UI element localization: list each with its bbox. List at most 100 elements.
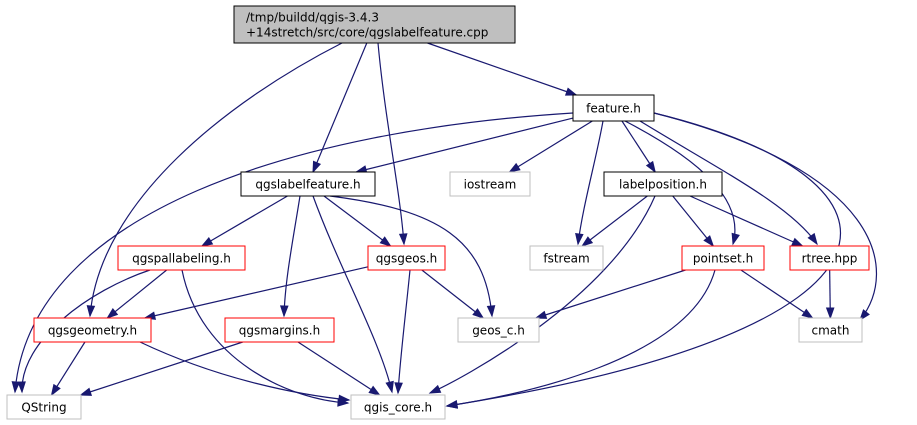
edge-qgslabelfeature-h-to-qgsgeos-h — [323, 195, 391, 247]
edges-layer — [11, 42, 878, 409]
edge-feature-h-to-iostream-arrowhead — [508, 162, 521, 173]
edge-qgslabelfeature-h-to-geos-c-h — [329, 195, 493, 317]
node-qgspallabeling-h-label: qgspallabeling.h — [132, 252, 231, 266]
edge-labelposition-h-to-fstream-arrowhead — [580, 236, 594, 247]
node-fstream-box — [529, 245, 604, 271]
edge-labelposition-h-to-pointset-h-arrowhead — [703, 235, 715, 248]
node-labelposition-h-label: labelposition.h — [619, 178, 707, 192]
edge-qgslabelfeature-h-to-qgis-core-h-arrowhead — [385, 380, 394, 394]
node-qgspallabeling-h-box — [117, 245, 246, 271]
edge-qgslabelfeature-h-to-qgis-core-h — [312, 195, 393, 393]
node-qgslabelfeature-h-label: qgslabelfeature.h — [255, 178, 360, 192]
node-root-label-line-1: /tmp/buildd/qgis-3.4.3 — [246, 11, 379, 25]
edge-labelposition-h-to-pointset-h — [672, 195, 714, 247]
edge-labelposition-h-to-rtree-hpp-arrowhead — [791, 237, 804, 247]
edge-rtree-hpp-to-cmath-arrowhead — [825, 307, 835, 320]
node-feature-h-label: feature.h — [586, 102, 641, 116]
edge-qgsmargins-h-to-qgis-core-h — [297, 341, 380, 396]
edge-feature-h-to-fstream — [577, 120, 604, 245]
edge-labelposition-h-to-qgis-core-h-arrowhead — [428, 384, 442, 394]
nodes-layer: /tmp/buildd/qgis-3.4.3+14stretch/src/cor… — [6, 5, 870, 420]
node-geos-c-h[interactable]: geos_c.h — [457, 317, 540, 343]
node-cmath-box — [798, 317, 863, 343]
edge-qgsgeos-h-to-geos-c-h-arrowhead — [472, 308, 485, 319]
edge-labelposition-h-to-rtree-hpp — [689, 195, 803, 247]
edge-qgsgeos-h-to-qgsgeometry-h — [144, 266, 369, 319]
node-qgsgeometry-h-label: qgsgeometry.h — [48, 324, 137, 338]
node-qgsgeos-h-label: qgsgeos.h — [376, 252, 438, 266]
edge-qgsmargins-h-to-qstring — [80, 341, 243, 396]
edge-qgslabelfeature-h-to-qgsmargins-h — [283, 195, 301, 317]
node-qgsmargins-h[interactable]: qgsmargins.h — [224, 317, 335, 343]
node-qgsgeos-h[interactable]: qgsgeos.h — [367, 245, 446, 271]
node-feature-h[interactable]: feature.h — [572, 94, 655, 122]
node-qgsmargins-h-box — [224, 317, 335, 343]
edge-pointset-h-to-geos-c-h — [535, 269, 686, 319]
edge-pointset-h-to-geos-c-h-arrowhead — [534, 310, 548, 319]
node-qgsgeos-h-box — [367, 245, 446, 271]
node-feature-h-box — [572, 94, 655, 122]
edge-pointset-h-to-cmath-arrowhead — [801, 308, 814, 319]
edge-pointset-h-to-cmath — [740, 269, 813, 319]
node-iostream-box — [449, 171, 531, 197]
node-qstring-box — [6, 394, 82, 420]
edge-root-to-qgsgeometry-h-arrowhead — [86, 305, 96, 318]
node-fstream[interactable]: fstream — [529, 245, 604, 271]
edge-qgslabelfeature-h-to-qgsgeos-h-arrowhead — [379, 236, 392, 247]
node-root[interactable]: /tmp/buildd/qgis-3.4.3+14stretch/src/cor… — [233, 5, 516, 44]
node-qgis-core-h-box — [350, 394, 446, 420]
edge-feature-h-to-qgis-core-h — [446, 112, 841, 407]
edge-feature-h-to-pointset-h-arrowhead — [731, 232, 740, 246]
node-iostream[interactable]: iostream — [449, 171, 531, 197]
edge-feature-h-to-rtree-hpp — [639, 120, 818, 245]
edge-root-to-feature-h — [427, 42, 577, 96]
node-fstream-label: fstream — [543, 252, 589, 266]
edge-labelposition-h-to-fstream — [581, 195, 648, 247]
edge-feature-h-to-qstring — [14, 112, 574, 393]
node-qstring[interactable]: QString — [6, 394, 82, 420]
edge-qgsgeometry-h-to-qgis-core-h-arrowhead — [338, 394, 351, 404]
node-root-box — [233, 5, 516, 44]
node-qgsgeometry-h-box — [33, 317, 152, 343]
node-geos-c-h-box — [457, 317, 540, 343]
edge-qgslabelfeature-h-to-qgsmargins-h-arrowhead — [279, 305, 289, 318]
edge-labelposition-h-to-qgis-core-h — [429, 195, 656, 394]
node-qgspallabeling-h[interactable]: qgspallabeling.h — [117, 245, 246, 271]
node-qgis-core-h[interactable]: qgis_core.h — [350, 394, 446, 420]
node-pointset-h-box — [681, 245, 765, 271]
node-cmath-label: cmath — [812, 324, 850, 338]
node-qgis-core-h-label: qgis_core.h — [364, 401, 432, 415]
edge-qgspallabeling-h-to-qgsgeometry-h — [106, 269, 168, 319]
node-qstring-label: QString — [21, 401, 66, 415]
edge-qgspallabeling-h-to-qgsgeometry-h-arrowhead — [106, 308, 119, 319]
node-iostream-label: iostream — [464, 178, 517, 192]
node-labelposition-h[interactable]: labelposition.h — [603, 171, 723, 197]
edge-qgsgeos-h-to-geos-c-h — [421, 269, 484, 319]
edge-qgslabelfeature-h-to-qgspallabeling-h-arrowhead — [200, 236, 214, 247]
edge-feature-h-to-qgslabelfeature-h — [356, 117, 574, 173]
edge-qgsmargins-h-to-qstring-arrowhead — [79, 387, 93, 396]
edge-feature-h-to-fstream-arrowhead — [575, 233, 584, 246]
node-geos-c-h-label: geos_c.h — [472, 324, 525, 338]
edge-qgslabelfeature-h-to-qgspallabeling-h — [201, 195, 288, 247]
edge-feature-h-to-cmath-arrowhead — [859, 309, 870, 322]
node-rtree-hpp[interactable]: rtree.hpp — [789, 245, 870, 271]
edge-qgsgeometry-h-to-qgis-core-h — [139, 341, 350, 401]
node-pointset-h[interactable]: pointset.h — [681, 245, 765, 271]
edge-feature-h-to-rtree-hpp-arrowhead — [807, 232, 818, 246]
edge-root-to-qgsgeos-h-arrowhead — [398, 233, 408, 246]
node-labelposition-h-box — [603, 171, 723, 197]
edge-qgspallabeling-h-to-qgis-core-h — [181, 269, 349, 404]
node-cmath[interactable]: cmath — [798, 317, 863, 343]
node-qgsmargins-h-label: qgsmargins.h — [239, 324, 320, 338]
node-qgslabelfeature-h[interactable]: qgslabelfeature.h — [240, 171, 376, 197]
edge-feature-h-to-cmath — [653, 112, 878, 321]
edge-qgsgeos-h-to-qgis-core-h-arrowhead — [394, 382, 403, 395]
edge-qgsgeos-h-to-qgis-core-h — [397, 269, 411, 394]
node-root-label-line-2: +14stretch/src/core/qgslabelfeature.cpp — [246, 26, 488, 40]
edge-feature-h-to-qstring-arrowhead — [11, 381, 21, 394]
edge-root-to-qgsgeos-h — [377, 42, 405, 245]
edge-root-to-qgslabelfeature-h-arrowhead — [312, 160, 322, 174]
node-qgsgeometry-h[interactable]: qgsgeometry.h — [33, 317, 152, 343]
